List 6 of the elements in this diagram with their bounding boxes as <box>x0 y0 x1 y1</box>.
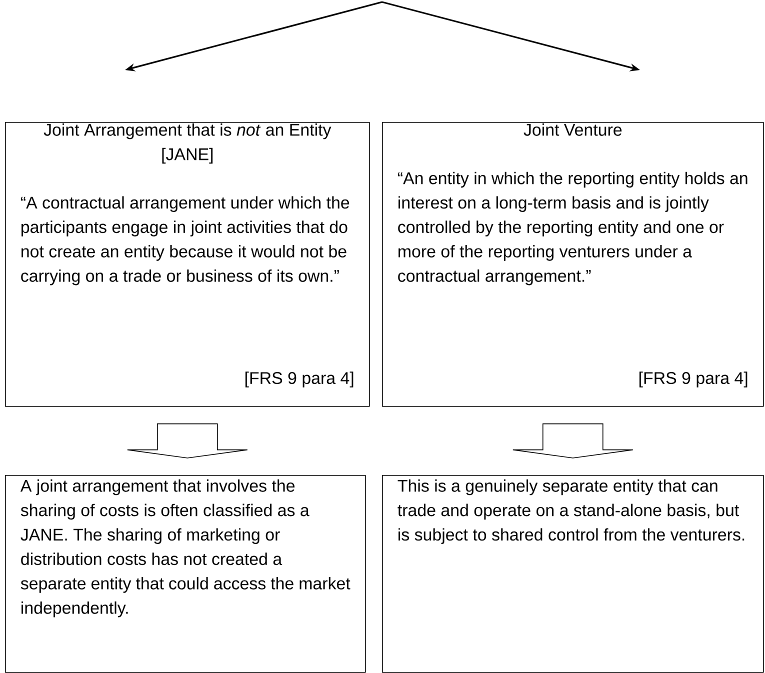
text-box: This is a genuinely separate entity that can trade and operate on a stand-alone basis, but is subject to shared control from the venturers. <box>382 475 764 673</box>
block-arrow <box>512 423 634 458</box>
text-box: Joint Arrangement that is not an Entity [JANE] “A contractual arrangement under which the participants engage in joint activities that do not create an entity because it would not be carrying on a trade or business of its own.” [FRS 9 para 4] <box>5 122 370 407</box>
block-arrow <box>127 423 248 458</box>
text-box: A joint arrangement that involves the sharing of costs is often classified as a JANE. The sharing of marketing or distribution costs has not created a separate entity that could access the market independently. <box>5 475 366 673</box>
text-box: Joint Venture “An entity in which the reporting entity holds an interest on a long-term basis and is jointly controlled by the reporting entity and one or more of the reporting venturers under a contractual arrangement.” [FRS 9 para 4] <box>382 122 764 407</box>
